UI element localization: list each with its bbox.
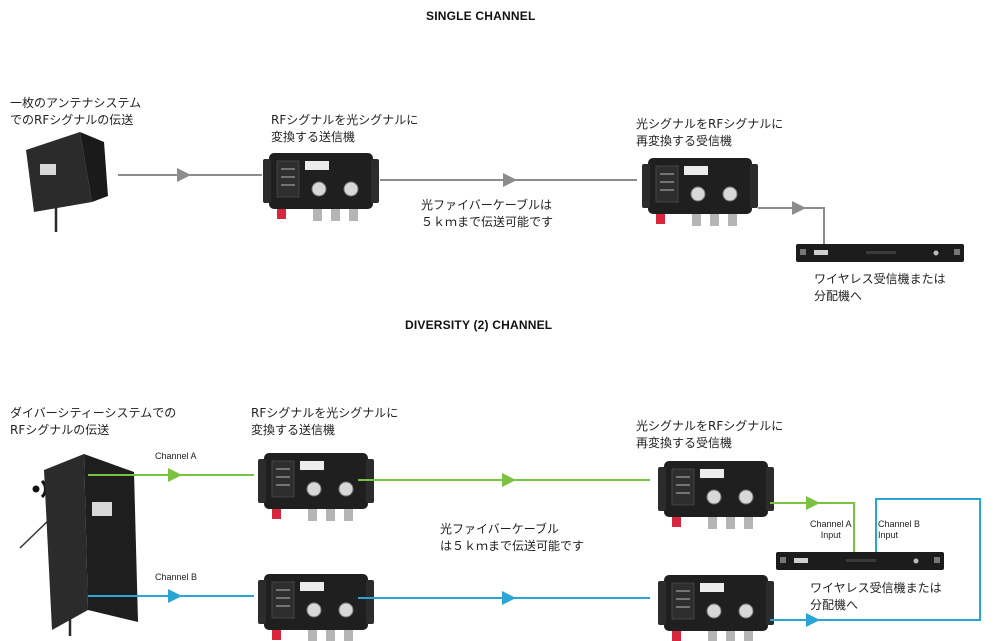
- single-transmitter: [262, 152, 380, 222]
- channel-b-receiver: [657, 574, 775, 641]
- diversity-destination-caption: ワイヤレス受信機または 分配機へ: [810, 581, 942, 612]
- single-fiber-caption: 光ファイバーケーブルは ５ｋｍまで伝送可能です: [421, 198, 554, 229]
- channel-b-antenna-line: [88, 589, 254, 603]
- diversity-transmitter-caption: RFシグナルを光シグナルに 変換する送信機: [251, 406, 399, 437]
- single-antenna-to-transmitter-line: [118, 168, 262, 182]
- single-antenna: [26, 132, 108, 232]
- single-fiber-line: [380, 173, 637, 187]
- channel-a-label: Channel A: [155, 451, 197, 461]
- channel-b-fiber-line: [358, 591, 650, 605]
- single-channel-heading: SINGLE CHANNEL: [426, 9, 536, 23]
- diversity-rack-receiver: [776, 552, 944, 570]
- diversity-fiber-caption: 光ファイバーケーブル は５ｋｍまで伝送可能です: [440, 522, 585, 553]
- channel-a-antenna-line: [88, 468, 254, 482]
- channel-b-label: Channel B: [155, 572, 198, 582]
- single-antenna-caption: 一枚のアンテナシステム でのRFシグナルの伝送: [10, 96, 142, 127]
- single-receiver-to-rack-line: [758, 201, 825, 244]
- diversity-antenna: [19, 454, 138, 636]
- channel-b-input-label: Channel B Input: [878, 519, 921, 540]
- channel-a-input-label: Channel A Input: [810, 519, 852, 540]
- channel-a-output-line: [770, 496, 855, 552]
- channel-b-output-line: [770, 498, 981, 627]
- channel-a-fiber-line: [358, 473, 650, 487]
- single-receiver-caption: 光シグナルをRFシグナルに 再変換する受信機: [636, 117, 784, 148]
- single-rack-receiver: [796, 244, 964, 262]
- single-destination-caption: ワイヤレス受信機または 分配機へ: [814, 272, 946, 303]
- diversity-channel-heading: DIVERSITY (2) CHANNEL: [405, 318, 553, 332]
- single-receiver: [641, 157, 759, 227]
- channel-a-transmitter: [257, 452, 375, 522]
- channel-a-receiver: [657, 460, 775, 530]
- diversity-antenna-caption: ダイバーシティーシステムでの RFシグナルの伝送: [10, 406, 177, 437]
- single-transmitter-caption: RFシグナルを光シグナルに 変換する送信機: [271, 113, 419, 144]
- channel-b-transmitter: [257, 573, 375, 641]
- diversity-receiver-caption: 光シグナルをRFシグナルに 再変換する受信機: [636, 419, 784, 450]
